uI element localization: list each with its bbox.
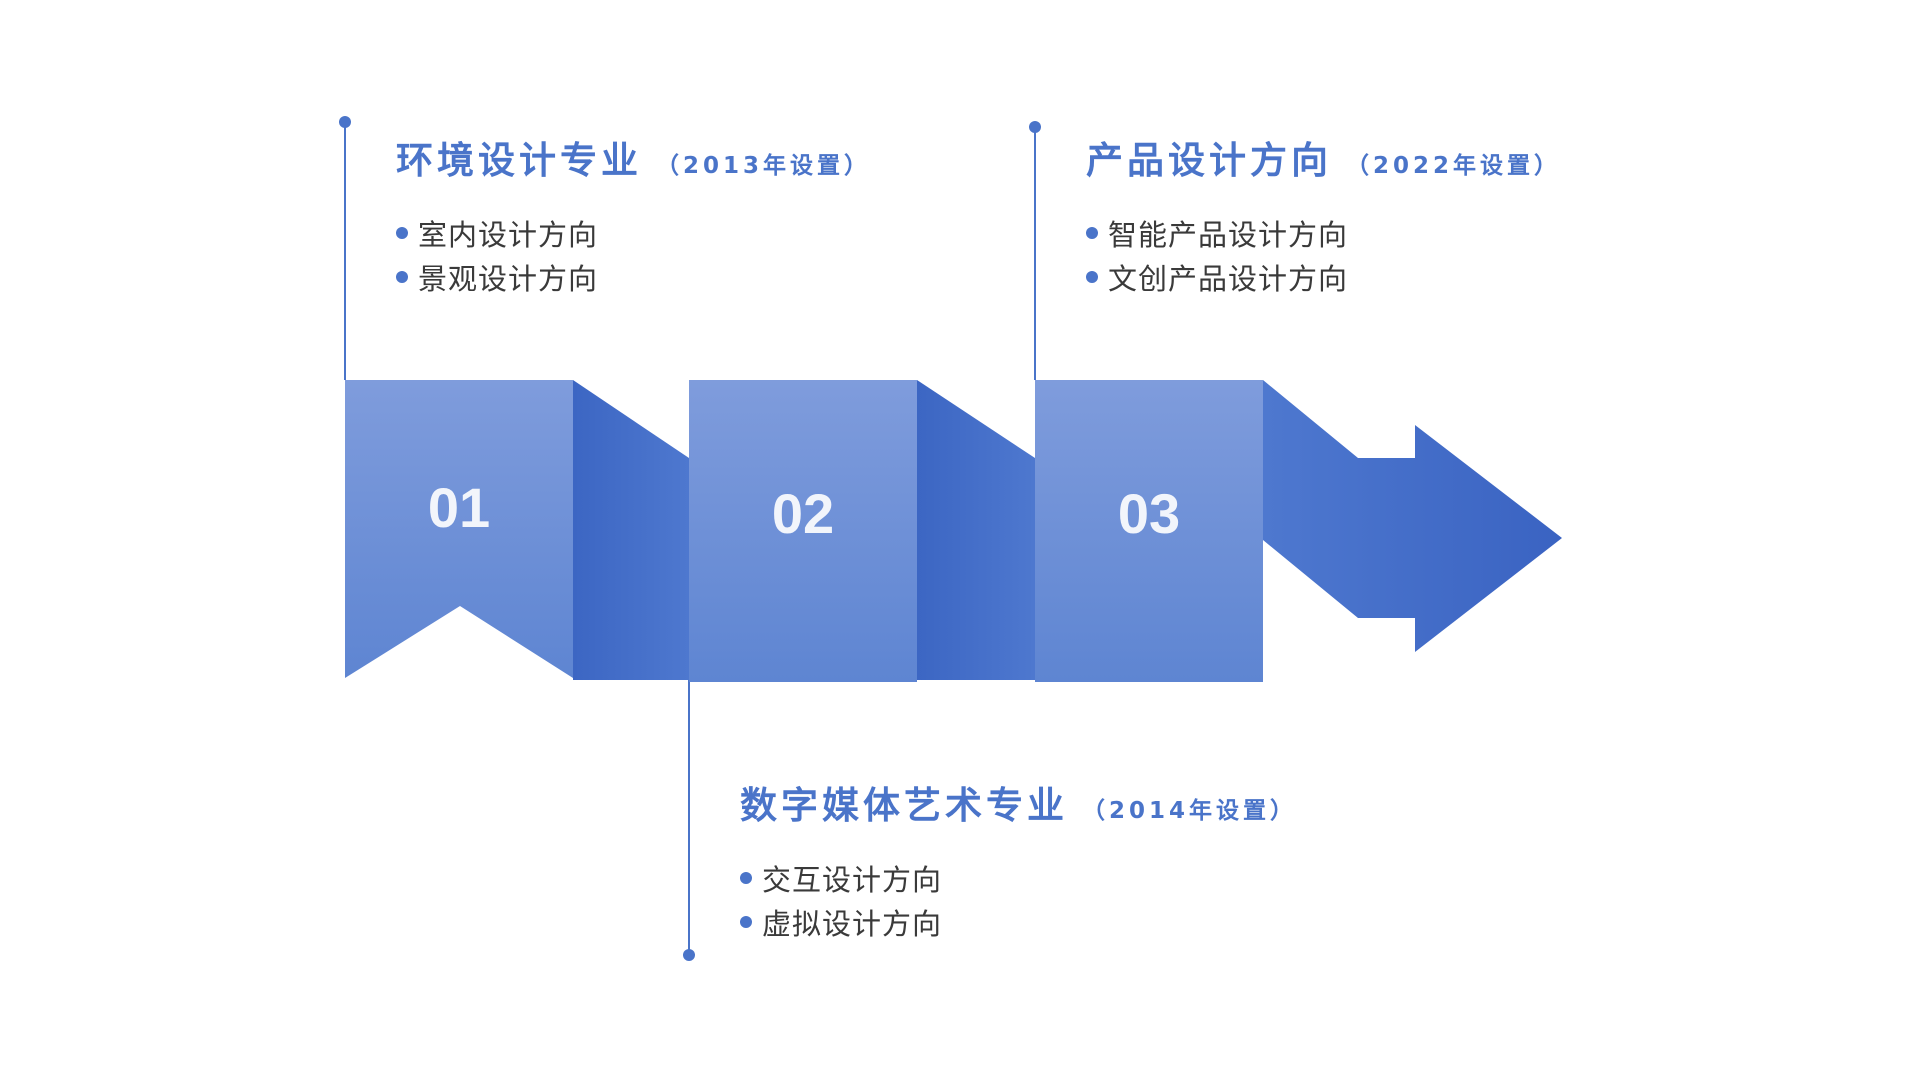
connector-dot [683,949,695,961]
step-block-01 [345,380,573,678]
dot-icon [1086,227,1098,239]
connector-01 [339,116,351,380]
connector-dot [339,116,351,128]
dot-icon [396,271,408,283]
step-number-01: 01 [428,476,490,539]
dot-icon [396,227,408,239]
section-year: （2014年设置） [1082,798,1298,824]
connector-dot [1029,121,1041,133]
arrow-right-icon [1263,380,1562,652]
list-item-label: 景观设计方向 [418,262,599,296]
list-item: 文创产品设计方向 [1086,255,1561,299]
list-item: 交互设计方向 [740,856,1297,900]
bullet-list: 交互设计方向 虚拟设计方向 [740,856,1297,944]
section-title: 数字媒体艺术专业 [740,784,1068,827]
bullet-list: 智能产品设计方向 文创产品设计方向 [1086,211,1561,299]
section-title: 环境设计专业 [396,139,642,182]
section-title-row: 产品设计方向 （2022年设置） [1086,142,1561,179]
list-item-label: 智能产品设计方向 [1108,218,1349,252]
dot-icon [740,872,752,884]
section-title-row: 数字媒体艺术专业 （2014年设置） [740,787,1297,824]
list-item: 虚拟设计方向 [740,900,1297,944]
step-number-03: 03 [1118,482,1180,545]
connector-03 [1029,121,1041,380]
step-block-02 [689,380,917,682]
step-block-03 [1035,380,1263,682]
list-item-label: 文创产品设计方向 [1108,262,1349,296]
section-digital-media-art: 数字媒体艺术专业 （2014年设置） 交互设计方向 虚拟设计方向 [740,787,1297,944]
section-year: （2022年设置） [1346,153,1562,179]
section-title: 产品设计方向 [1086,139,1332,182]
dot-icon [740,916,752,928]
bullet-list: 室内设计方向 景观设计方向 [396,211,871,299]
list-item: 室内设计方向 [396,211,871,255]
section-title-row: 环境设计专业 （2013年设置） [396,142,871,179]
list-item-label: 交互设计方向 [762,863,943,897]
list-item-label: 虚拟设计方向 [762,907,943,941]
connector-02 [683,680,695,961]
list-item: 智能产品设计方向 [1086,211,1561,255]
section-product-design: 产品设计方向 （2022年设置） 智能产品设计方向 文创产品设计方向 [1086,142,1561,299]
section-environment-design: 环境设计专业 （2013年设置） 室内设计方向 景观设计方向 [396,142,871,299]
section-year: （2013年设置） [656,153,872,179]
fold-02-03 [917,380,1035,680]
list-item-label: 室内设计方向 [418,218,599,252]
dot-icon [1086,271,1098,283]
fold-01-02 [573,380,689,680]
list-item: 景观设计方向 [396,255,871,299]
step-number-02: 02 [772,482,834,545]
